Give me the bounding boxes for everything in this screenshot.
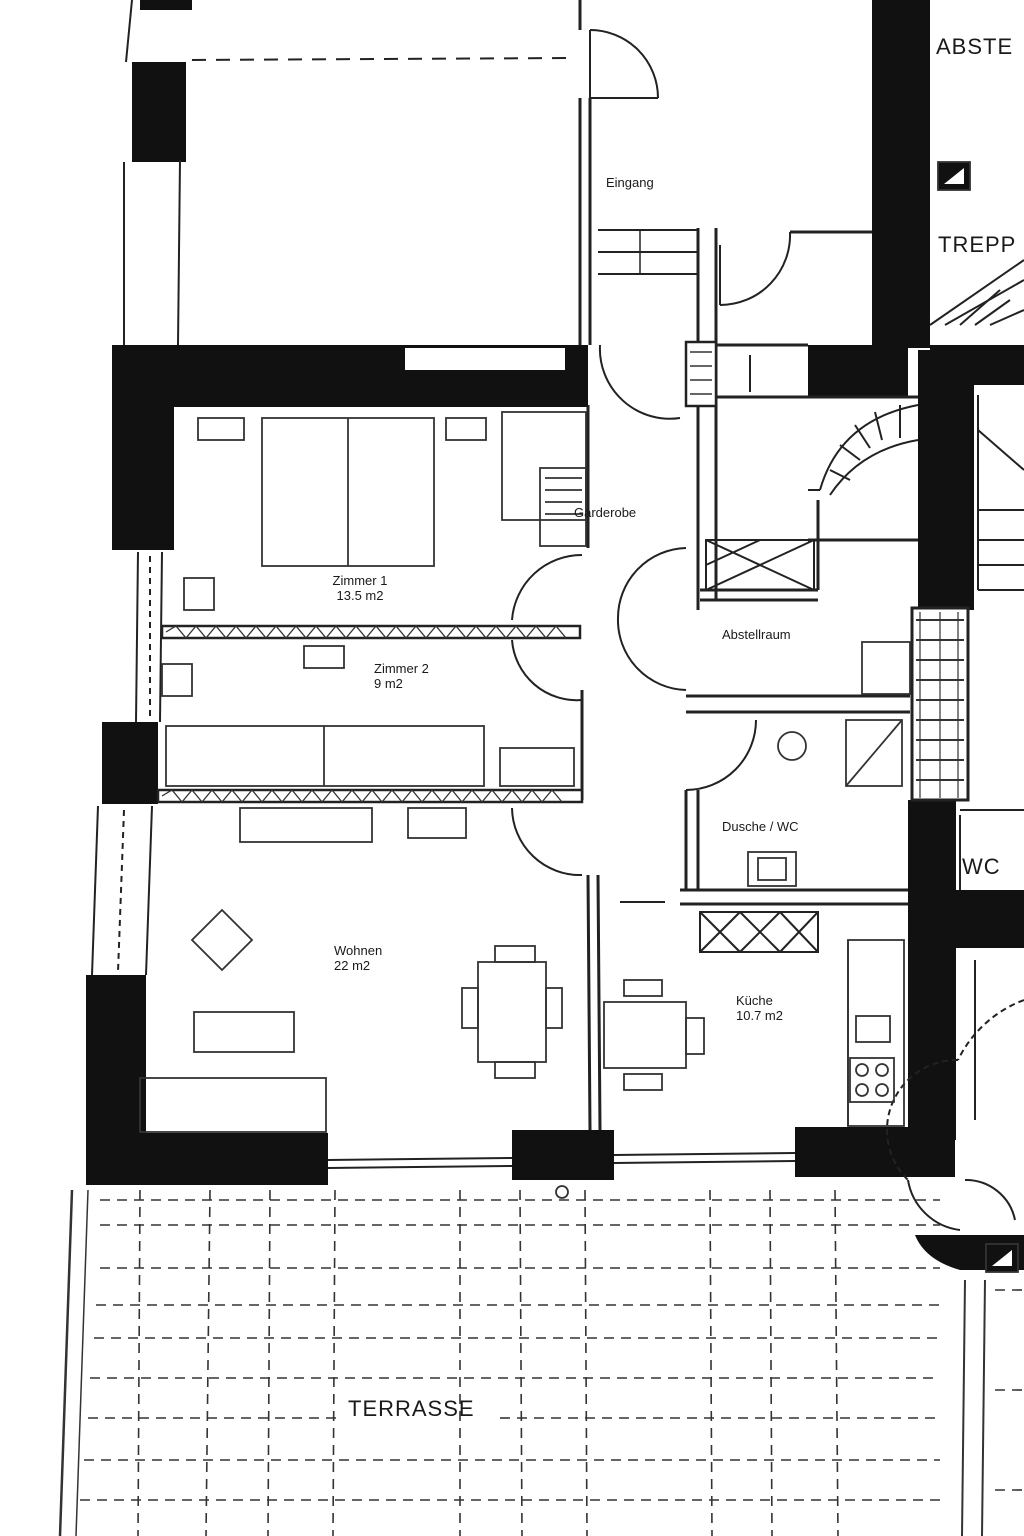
room-area: 22 m2 xyxy=(334,957,371,973)
dusche-wc-label: Dusche / WC xyxy=(722,819,799,834)
hatched-walls xyxy=(156,340,970,804)
room-name: Zimmer 2 xyxy=(374,661,429,676)
neighbor-stair xyxy=(929,259,1024,1120)
spiral-stair xyxy=(808,404,919,496)
neighbor-abstell-label: ABSTE xyxy=(936,34,1014,59)
room-area: 13.5 m2 xyxy=(336,587,384,603)
room-area: 9 m2 xyxy=(374,675,403,691)
icon-marks xyxy=(944,168,1012,1266)
interior-walls xyxy=(191,0,918,1131)
room-zimmer-1: Zimmer 1 13.5 m2 xyxy=(310,573,410,604)
neighbor-wc-label: WC xyxy=(962,854,1001,879)
doors xyxy=(511,29,1024,1231)
room-name: Zimmer 1 xyxy=(332,573,388,588)
terrasse-label: TERRASSE xyxy=(348,1396,475,1421)
terrace-paving xyxy=(58,1189,1024,1536)
windows xyxy=(91,0,796,1169)
room-name: Küche xyxy=(736,993,773,1008)
room-zimmer-2: Zimmer 2 9 m2 xyxy=(374,661,464,692)
wall-openings xyxy=(405,348,565,370)
garderobe-label: Garderobe xyxy=(574,505,637,520)
abstellraum-label: Abstellraum xyxy=(722,627,791,642)
exterior-walls xyxy=(86,0,1024,1185)
room-name: Wohnen xyxy=(334,943,383,958)
eingang-label: Eingang xyxy=(606,175,654,190)
furniture xyxy=(139,161,1019,1273)
room-wohnen: Wohnen 22 m2 xyxy=(334,943,424,974)
room-area: 10.7 m2 xyxy=(736,1007,783,1023)
shafts xyxy=(699,539,819,953)
neighbor-treppe-label: TREPP xyxy=(938,232,1017,257)
room-kueche: Küche 10.7 m2 xyxy=(736,993,826,1024)
